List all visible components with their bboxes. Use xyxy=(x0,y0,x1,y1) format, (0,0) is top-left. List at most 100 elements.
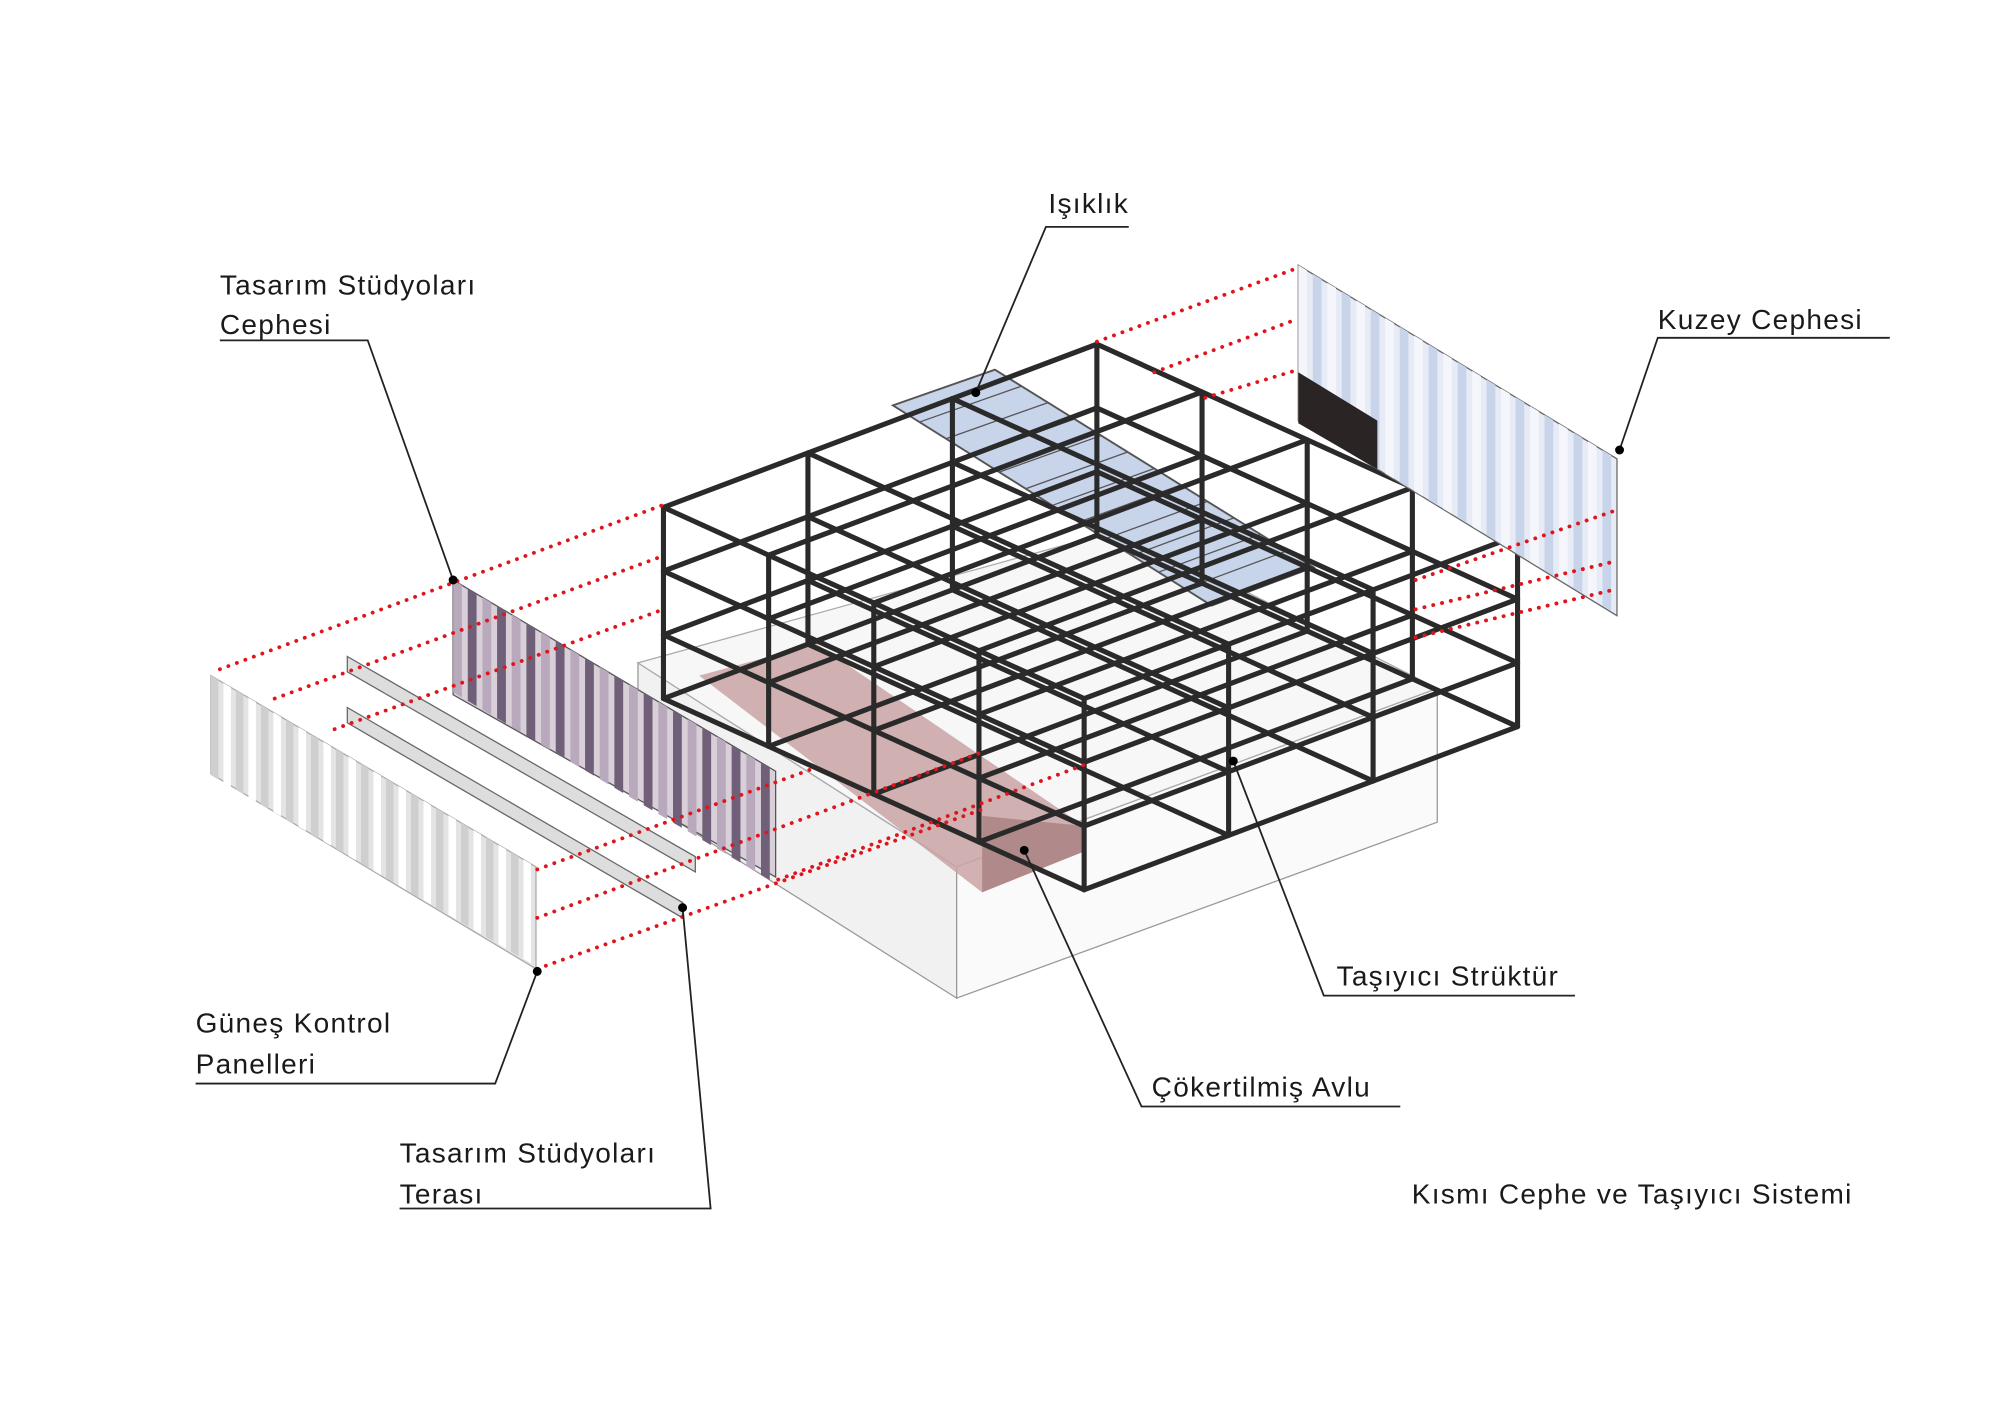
frame-beam xyxy=(805,641,1232,838)
sun-panel-fin xyxy=(285,719,294,824)
frame-beam xyxy=(976,676,1415,845)
frame-beam xyxy=(949,587,1376,784)
frame-beam xyxy=(871,564,1310,733)
frame-beam xyxy=(660,341,1100,510)
frame-beam xyxy=(976,548,1415,718)
frame-beam xyxy=(1081,532,1521,702)
studio-facade-panel xyxy=(511,614,521,733)
studio-facade-panel xyxy=(760,762,770,880)
sun-panel-fin xyxy=(460,822,469,927)
north-facade-panel xyxy=(1515,397,1525,559)
sun-panel-fin xyxy=(310,734,319,839)
north-facade-panel xyxy=(1385,317,1394,479)
north-facade-panel xyxy=(1602,450,1612,611)
studio-facade-panels xyxy=(452,578,777,880)
north-facade-panel xyxy=(1414,335,1423,497)
studio-facade-panel xyxy=(497,606,506,724)
sun-panel-fin xyxy=(348,756,356,861)
skylight-rib xyxy=(998,434,1102,473)
north-facade-panel xyxy=(1472,370,1481,532)
studio-facade-panel xyxy=(629,684,638,802)
studio-facade-panel xyxy=(526,623,536,741)
sun-panel-fin xyxy=(523,859,531,964)
svg-text:Işıklık: Işıklık xyxy=(1048,188,1129,219)
sun-panel-fin xyxy=(448,815,456,920)
studio-facade-panel xyxy=(717,736,726,854)
studio-facade-panel xyxy=(658,701,668,820)
sun-panel-fin xyxy=(235,690,244,795)
diagram-caption: Kısmı Cephe ve Taşıyıcı Sistemi xyxy=(1412,1178,1853,1209)
sun-panel-fin xyxy=(423,800,431,905)
svg-text:Kuzey Cephesi: Kuzey Cephesi xyxy=(1658,304,1863,335)
sun-panel-fin xyxy=(298,727,306,831)
svg-text:Çökertilmiş Avlu: Çökertilmiş Avlu xyxy=(1152,1071,1371,1102)
frame-beam xyxy=(976,485,1415,654)
skylight-rib xyxy=(892,369,996,406)
frame-beam xyxy=(949,523,1376,720)
sun-panel-fin xyxy=(373,771,381,876)
frame-beam xyxy=(1081,596,1521,765)
frame-beam xyxy=(766,453,1205,622)
frame-beam xyxy=(871,500,1310,670)
frame-beam xyxy=(949,459,1376,657)
north-facade-panel xyxy=(1588,441,1597,603)
studio-facade-panel xyxy=(570,649,580,767)
label-north-facade: Kuzey Cephesi xyxy=(1615,304,1890,455)
north-facade-panel xyxy=(1486,379,1496,541)
svg-text:Tasarım Stüdyoları: Tasarım Stüdyoları xyxy=(220,269,477,300)
frame-beam xyxy=(766,389,1205,558)
frame-beam xyxy=(949,396,1376,593)
svg-text:Güneş Kontrol: Güneş Kontrol xyxy=(196,1008,392,1039)
sun-panel-fin xyxy=(260,705,269,809)
studio-facade-panel xyxy=(482,597,492,715)
studio-facade-panel xyxy=(687,719,697,837)
north-facade-panel xyxy=(1573,432,1583,594)
studio-facade-panel xyxy=(614,675,624,794)
skylight-rib xyxy=(1025,451,1128,490)
north-facade-panel xyxy=(1428,344,1438,506)
courtyard-wall xyxy=(982,815,1085,893)
skylight-rib xyxy=(1052,467,1155,507)
frame-beam xyxy=(766,516,1205,686)
svg-text:Taşıyıcı Strüktür: Taşıyıcı Strüktür xyxy=(1337,960,1560,991)
studio-facade-panel xyxy=(453,580,462,698)
sun-panel-fin xyxy=(410,793,419,898)
sun-panel-fin xyxy=(273,712,281,817)
studio-facade-panel xyxy=(673,710,682,828)
north-facade-panel xyxy=(1559,423,1568,585)
sun-panel-fin xyxy=(398,785,406,890)
svg-text:Cephesi: Cephesi xyxy=(220,309,332,340)
frame-beam xyxy=(871,437,1310,606)
studio-facade-panel xyxy=(555,640,565,759)
label-terrace: Tasarım Stüdyoları Terası xyxy=(399,903,712,1209)
label-structure: Taşıyıcı Strüktür xyxy=(1228,756,1575,997)
studio-facade-panel xyxy=(599,666,609,785)
sun-panel-fin xyxy=(473,830,481,934)
frame-beam xyxy=(805,577,1232,775)
sun-panel-fin xyxy=(485,837,494,942)
north-facade-panel xyxy=(1457,362,1467,523)
frame-beam xyxy=(1081,660,1521,829)
frame-beam xyxy=(660,469,1100,638)
frame-beam xyxy=(766,580,1205,749)
label-courtyard: Çökertilmiş Avlu xyxy=(1019,845,1401,1108)
structural-frame xyxy=(660,341,1521,893)
north-facade-panel xyxy=(1544,414,1554,576)
frame-beam xyxy=(805,514,1232,711)
studio-facade-panel xyxy=(731,745,741,863)
sun-panel-fin xyxy=(248,697,256,802)
sun-panel-fin xyxy=(223,682,231,787)
north-facade-panel xyxy=(1399,326,1409,488)
frame-beam xyxy=(660,405,1100,574)
frame-beam xyxy=(976,612,1415,781)
studio-facade-panel xyxy=(541,632,550,750)
north-facade-panel xyxy=(1501,388,1510,550)
label-skylight: Işıklık xyxy=(971,188,1129,398)
svg-text:Tasarım Stüdyoları: Tasarım Stüdyoları xyxy=(400,1138,657,1169)
sun-panel-fin xyxy=(323,741,331,846)
north-facade-panel xyxy=(1443,353,1452,515)
sun-control-panels xyxy=(210,674,537,970)
sun-panel-fin xyxy=(498,844,506,949)
studio-facade-panel xyxy=(702,727,712,846)
